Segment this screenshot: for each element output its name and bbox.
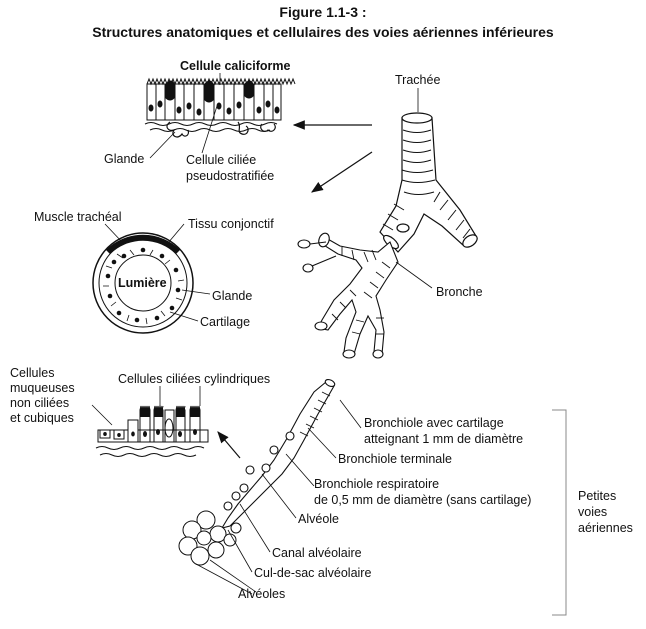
label-alveole: Alvéole [298,512,339,526]
label-cellules-muqueuses-1: Cellules [10,366,54,380]
label-bronchiole-terminale: Bronchiole terminale [338,452,452,466]
label-cellules-ciliees-cylindriques: Cellules ciliées cylindriques [118,372,270,386]
trachea-cross-section [92,232,194,334]
trachea-drawing [379,112,478,253]
label-cartilage: Cartilage [200,315,250,329]
label-tissu-conjonctif: Tissu conjonctif [188,217,274,231]
label-glande-ring: Glande [212,289,252,303]
label-lumiere: Lumière [118,276,167,290]
label-petites-1: Petites [578,489,616,503]
label-muscle-tracheal: Muscle trachéal [34,210,122,224]
label-bronchiole-cartilage-1: Bronchiole avec cartilage [364,416,504,430]
label-bronchiole-respiratoire-2: de 0,5 mm de diamètre (sans cartilage) [314,493,531,507]
bronchial-tree [297,232,399,359]
pseudostratified-epithelium [144,77,296,138]
label-glande-top: Glande [104,152,144,166]
label-cellules-muqueuses-3: non ciliées [10,396,69,410]
bronchiole-epithelium [95,405,209,457]
label-alveoles: Alvéoles [238,587,285,601]
bronchiole-tree [178,379,336,566]
label-bronchiole-cartilage-2: atteignant 1 mm de diamètre [364,432,523,446]
figure-title: Structures anatomiques et cellulaires de… [92,24,554,40]
label-cellule-ciliee: Cellule ciliée [186,153,256,167]
label-cellules-muqueuses-2: muqueuses [10,381,75,395]
label-pseudostratifiee: pseudostratifiée [186,169,274,183]
label-petites-3: aériennes [578,521,633,535]
label-bronche: Bronche [436,285,483,299]
figure-number: Figure 1.1-3 : [279,4,367,20]
label-cellules-muqueuses-4: et cubiques [10,411,74,425]
label-cul-de-sac: Cul-de-sac alvéolaire [254,566,371,580]
label-canal-alveolaire: Canal alvéolaire [272,546,362,560]
bracket [552,409,567,616]
label-petites-2: voies [578,505,607,519]
label-cellule-caliciforme: Cellule caliciforme [180,59,291,73]
label-bronchiole-respiratoire-1: Bronchiole respiratoire [314,477,439,491]
label-trachee: Trachée [395,73,440,87]
